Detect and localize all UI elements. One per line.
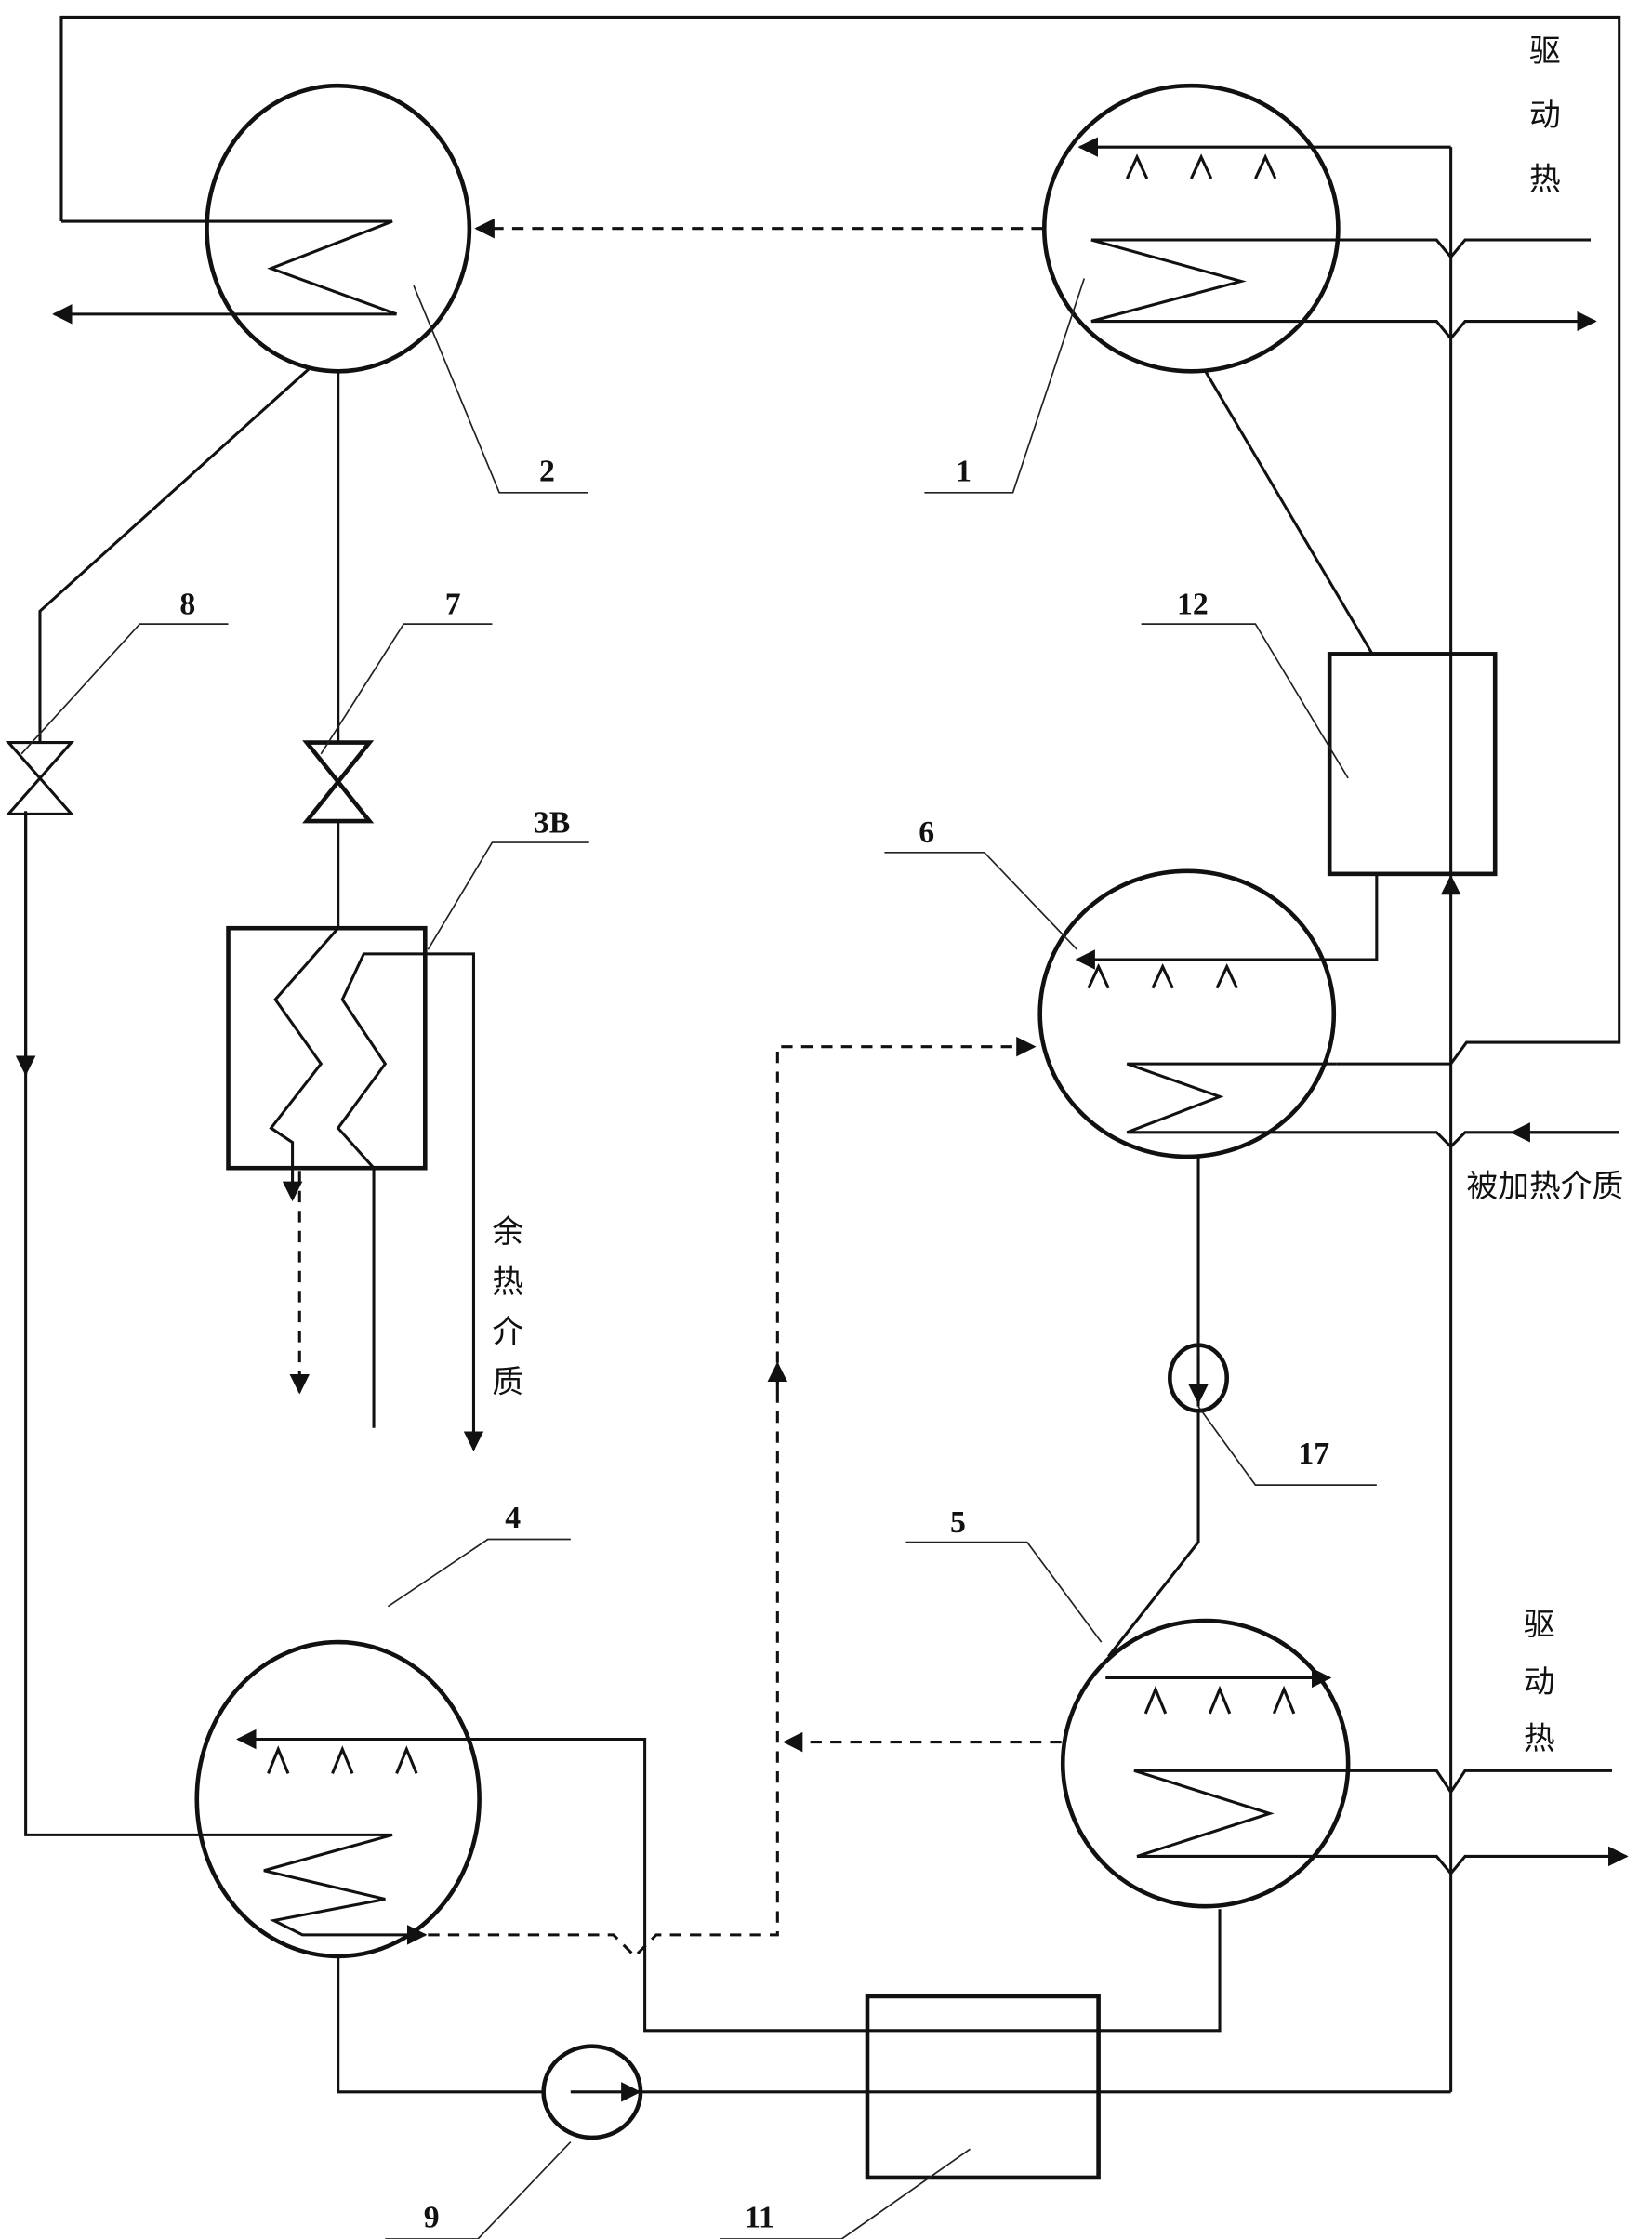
svg-text:驱: 驱 bbox=[1529, 33, 1561, 69]
label-4: 4 bbox=[505, 1501, 521, 1535]
label-12: 12 bbox=[1177, 587, 1209, 621]
component-12-heat-exchanger bbox=[1329, 654, 1495, 874]
svg-text:介: 介 bbox=[492, 1314, 523, 1350]
line-2-to-8 bbox=[40, 367, 311, 743]
line-17-to-5 bbox=[1108, 1411, 1198, 1656]
coil-4 bbox=[26, 811, 426, 1935]
svg-text:动: 动 bbox=[1524, 1663, 1555, 1700]
coil-2 bbox=[61, 221, 397, 314]
spray-nozzles-1 bbox=[1127, 157, 1275, 179]
drive-heat-coil-1 bbox=[1091, 240, 1595, 338]
label-3b: 3B bbox=[534, 805, 570, 840]
svg-text:余: 余 bbox=[492, 1213, 523, 1250]
component-6-absorber bbox=[1040, 871, 1619, 1157]
svg-text:热: 热 bbox=[1529, 161, 1561, 197]
heated-medium-label: 被加热介质 bbox=[1467, 1168, 1624, 1204]
label-1: 1 bbox=[956, 455, 971, 489]
label-6: 6 bbox=[919, 815, 934, 850]
label-5: 5 bbox=[950, 1505, 966, 1540]
spray-nozzles-5 bbox=[1145, 1689, 1294, 1714]
svg-text:质: 质 bbox=[492, 1363, 523, 1399]
waste-heat-medium-line bbox=[338, 954, 474, 1450]
3b-zigzag-left bbox=[271, 928, 338, 1199]
svg-text:热: 热 bbox=[492, 1264, 523, 1300]
drive-heat-coil-5 bbox=[1134, 1770, 1626, 1874]
coil-6 bbox=[1127, 1064, 1619, 1146]
solution-line-5-to-4 bbox=[238, 1740, 1220, 2031]
label-9: 9 bbox=[424, 2201, 440, 2235]
label-17: 17 bbox=[1298, 1437, 1329, 1471]
valve-7[interactable] bbox=[307, 743, 370, 821]
component-3b-heat-exchanger bbox=[229, 928, 426, 1168]
valve-8[interactable] bbox=[8, 743, 72, 815]
label-2: 2 bbox=[539, 455, 555, 489]
drive-heat-label-top: 驱 动 热 bbox=[1529, 33, 1561, 197]
svg-text:驱: 驱 bbox=[1524, 1606, 1555, 1642]
drive-heat-label-bottom: 驱 动 热 bbox=[1524, 1606, 1555, 1756]
svg-text:热: 热 bbox=[1524, 1720, 1555, 1756]
line-4-to-9 bbox=[338, 1956, 546, 2092]
component-1-generator bbox=[1044, 86, 1594, 371]
component-4-evaporator bbox=[26, 811, 480, 1956]
spray-nozzles-6 bbox=[1089, 967, 1237, 988]
svg-text:动: 动 bbox=[1529, 97, 1561, 133]
component-11-heat-exchanger bbox=[867, 1996, 1099, 2178]
label-7: 7 bbox=[445, 587, 461, 621]
spray-nozzles-4 bbox=[268, 1749, 416, 1773]
waste-heat-medium-label: 余 热 介 质 bbox=[492, 1213, 523, 1399]
label-8: 8 bbox=[179, 587, 195, 621]
label-11: 11 bbox=[745, 2201, 774, 2235]
heated-medium-loop-line bbox=[61, 17, 1619, 1064]
solution-line-1-12 bbox=[1206, 371, 1373, 654]
component-2-condenser bbox=[54, 86, 469, 371]
